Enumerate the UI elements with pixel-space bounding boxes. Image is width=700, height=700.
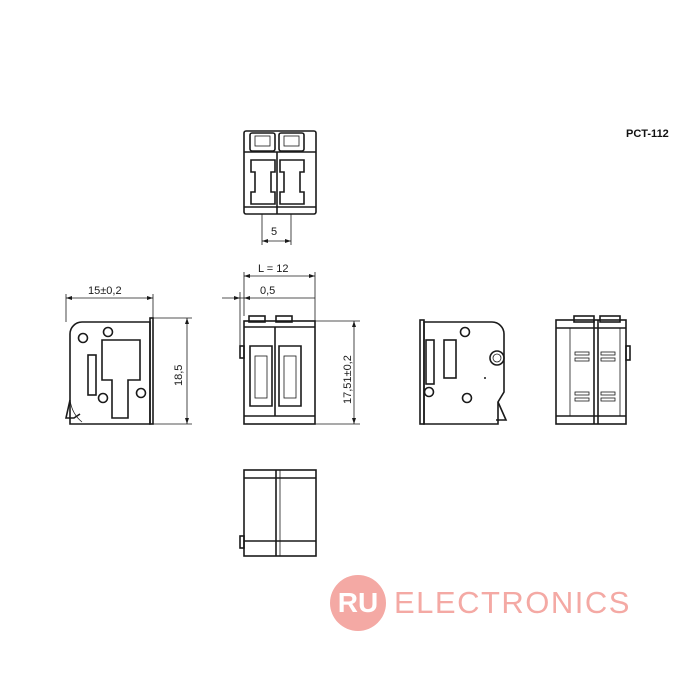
front-view: L = 12 0,5 17,51±0,2 [222, 263, 360, 425]
depth-dimension: 17,51±0,2 [342, 355, 354, 404]
offset-dimension: 0,5 [260, 285, 275, 297]
width-dimension: 15±0,2 [88, 285, 122, 297]
length-dimension: L = 12 [258, 263, 288, 275]
pitch-dimension: 5 [271, 226, 277, 238]
left-side-view: 15±0,2 18,5 [65, 285, 192, 425]
bottom-view [239, 469, 317, 557]
logo-electronics-text: ELECTRONICS [394, 585, 631, 620]
top-view: 5 [243, 130, 317, 245]
rear-view [555, 315, 631, 425]
logo-circle [330, 575, 386, 631]
logo-ru-text: RU [337, 587, 379, 618]
height-dimension: 18,5 [173, 365, 185, 386]
right-side-view [419, 319, 508, 425]
part-number-label: PCT-112 [626, 128, 669, 140]
